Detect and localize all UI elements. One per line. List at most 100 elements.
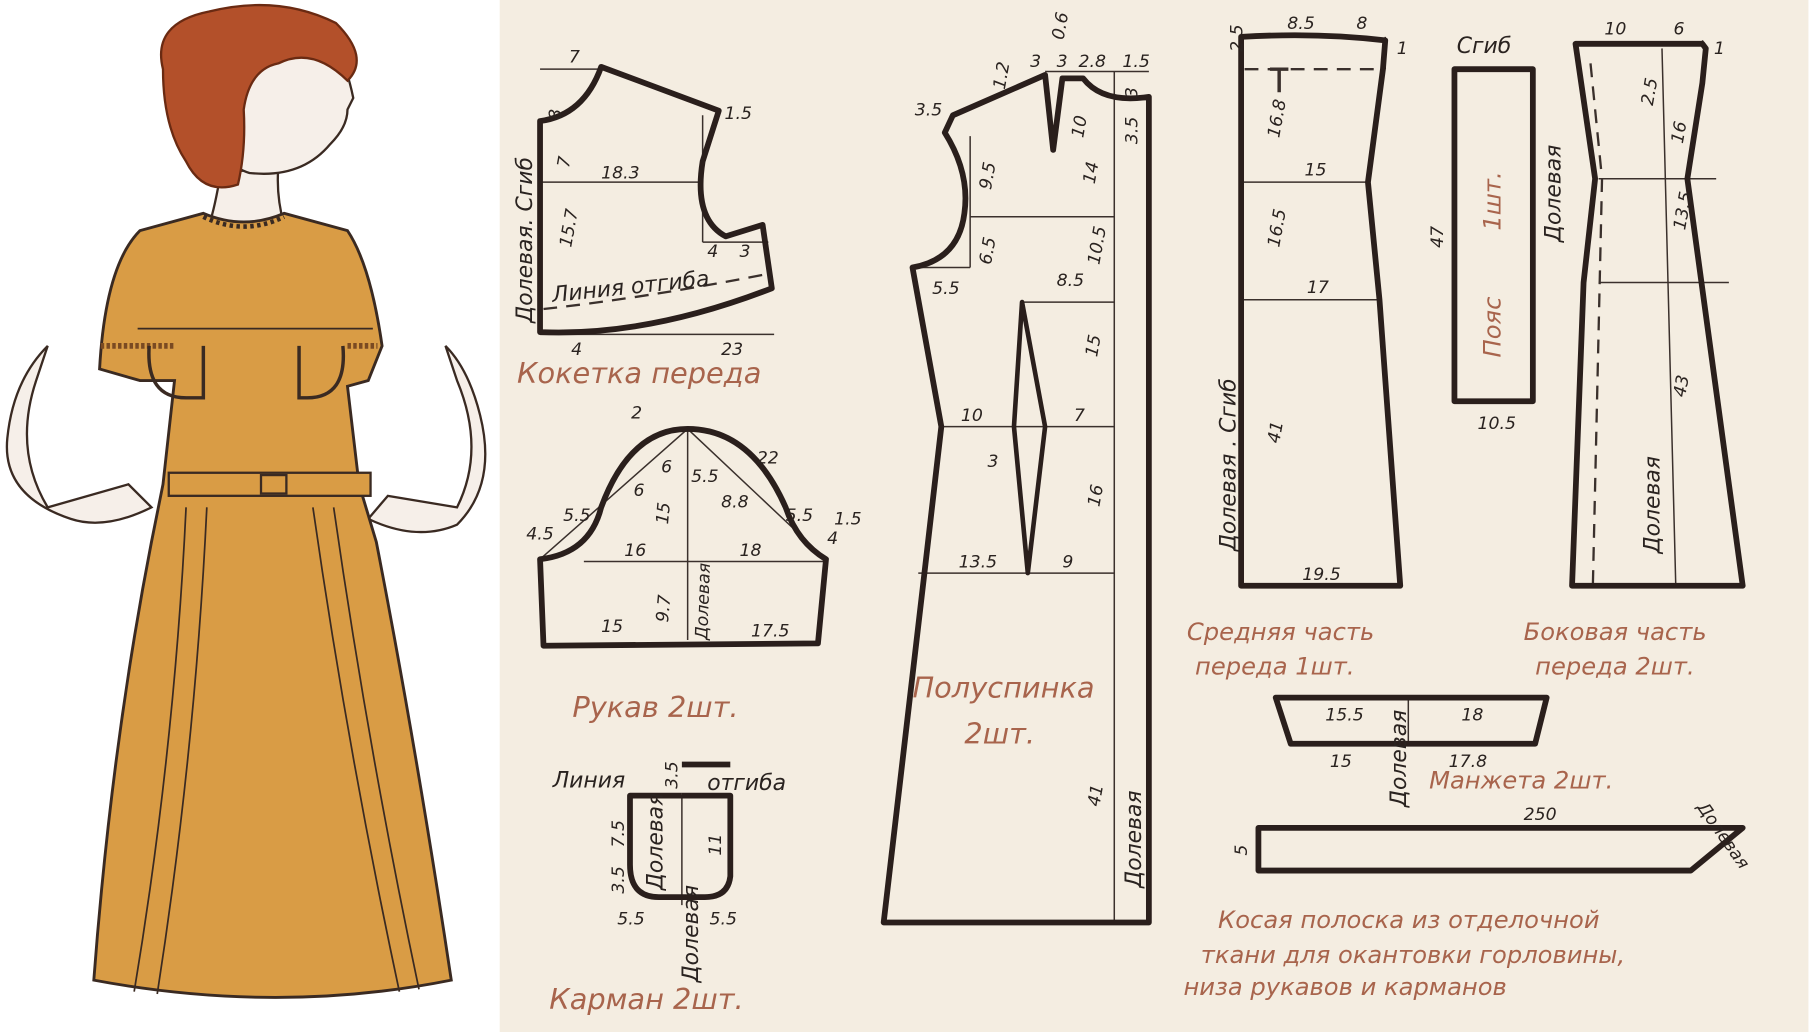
strip-caption-3: низа рукавов и карманов [1183,973,1506,1001]
cuff-grain-label: Долевая [1387,710,1412,808]
back-dim-dart: 3 [987,452,998,472]
back-dim-arm-top: 3.5 [915,100,942,120]
cuff-dim-bottom-right: 17.8 [1449,752,1487,772]
middle-dim-2-5: 2.5 [1227,24,1247,51]
back-dim-9-5: 9.5 [976,161,1000,192]
belt-dim-width: 10.5 [1478,414,1516,434]
sleeve-title: Рукав 2шт. [572,690,738,724]
cuff-dim-top-left: 15.5 [1325,706,1363,726]
back-dim-t2: 3 [1057,52,1068,72]
back-dim-neck: 3 [1122,87,1142,98]
belt-fold-label: Сгиб [1457,34,1512,59]
paper-background [499,0,1809,1032]
middle-title-2: переда 1шт. [1195,653,1355,681]
pocket-dim-h2: 3.5 [609,866,629,893]
cuff-dim-top-right: 18 [1461,706,1483,726]
belt-dim-length: 47 [1428,226,1448,248]
sleeve-dim-c4: 8.8 [721,492,748,512]
middle-grain-label: Долевая . Сгиб [1216,378,1241,552]
back-dim-waist-left: 10 [961,406,983,426]
back-dim-6-5: 6.5 [976,236,1000,267]
belt-label-1: Пояс [1479,297,1507,358]
yoke-dim-upper: 7 [554,155,576,169]
yoke-grain-label: Долевая. Сгиб [513,157,538,324]
middle-title-1: Средняя часть [1187,618,1374,646]
back-dim-3-5: 3.5 [1122,117,1142,144]
back-dim-10: 10 [1068,114,1092,139]
strip-caption-2: ткани для окантовки горловины, [1201,941,1625,969]
pocket-fold-label-b: отгиба [707,771,786,796]
pocket-dim-h1: 7.5 [609,820,629,847]
pocket-grain-label-2: Долевая [679,885,704,983]
pattern-piece-pocket: Линия отгиба 3.5 7.5 3.5 Долевая Долевая… [549,761,786,1016]
middle-dim-1: 1 [1397,39,1408,59]
middle-dim-17: 17 [1307,278,1329,298]
back-dim-waist-right: 7 [1074,406,1085,426]
middle-dim-19-5: 19.5 [1302,565,1340,585]
pattern-piece-sleeve: 2 4.5 5.5 6 6 5.5 8.8 22 5.5 1.5 4 16 15… [526,404,861,725]
back-grain-label: Долевая [1122,790,1147,888]
cuff-title: Манжета 2шт. [1429,767,1613,795]
side-dim-43: 43 [1670,374,1694,399]
pattern-piece-belt: Сгиб 47 Пояс 1шт. Долевая 10.5 [1428,34,1567,434]
sleeve-dim-depth: 9.7 [653,594,675,623]
strip-dim-width: 5 [1232,845,1252,856]
sleeve-dim-h: 15 [653,501,675,525]
back-dim-t1: 3 [1030,52,1041,72]
pocket-dim-top: 3.5 [662,761,682,788]
yoke-dim-arm-b: 3 [740,242,751,262]
sleeve-dim-r1: 5.5 [786,506,813,526]
middle-dim-15: 15 [1305,160,1327,180]
yoke-dim-width: 18.3 [601,164,639,184]
sleeve-dim-r3: 4 [827,529,838,549]
pocket-grain-label-1: Долевая [643,793,668,891]
yoke-title: Кокетка переда [517,356,761,390]
cuff-dim-bottom-left: 15 [1330,752,1352,772]
back-dim-41: 41 [1085,783,1109,808]
middle-dim-8-5: 8.5 [1287,14,1314,34]
sleeve-dim-r2: 1.5 [834,510,861,530]
strip-caption-1: Косая полоска из отделочной [1218,906,1600,934]
back-title-1: Полуспинка [912,671,1094,705]
back-dim-8-5: 8.5 [1057,271,1084,291]
pocket-fold-label-a: Линия [552,769,625,794]
back-dim-hip-left: 13.5 [959,552,997,572]
back-dim-14: 14 [1080,160,1104,185]
side-title-1: Боковая часть [1524,618,1707,646]
side-dim-16: 16 [1668,120,1692,145]
middle-dim-41: 41 [1264,420,1288,445]
back-dim-t3: 2.8 [1079,52,1106,72]
side-grain-label: Долевая [1641,456,1666,554]
sleeve-dim-c2: 6 [661,458,672,478]
yoke-dim-bottom-left: 4 [571,340,582,360]
sleeve-dim-w-right: 18 [740,541,762,561]
back-dim-t4: 1.5 [1122,52,1149,72]
sleeve-dim-c3: 5.5 [691,467,718,487]
back-dim-hip-right: 9 [1062,552,1073,572]
side-title-2: переда 2шт. [1535,653,1695,681]
sleeve-grain-label: Долевая [692,563,715,642]
sleeve-dim-l2: 5.5 [563,506,590,526]
sleeve-dim-w-left: 16 [624,541,646,561]
back-dim-15: 15 [1082,333,1106,358]
side-dim-2-5: 2.5 [1638,76,1662,107]
sleeve-dim-b-left: 15 [601,617,623,637]
pattern-piece-side-front: 10 6 1 2.5 16 13.5 43 Долевая Боковая ча… [1524,20,1746,681]
yoke-dim-top: 7 [569,47,580,67]
yoke-dim-neck: 8 [546,109,566,120]
yoke-dim-arm-a: 4 [707,242,718,262]
back-dim-sh: 1.2 [990,60,1014,91]
side-dim-10: 10 [1604,20,1626,40]
belt-grain-label: Долевая [1542,145,1567,243]
back-dim-16: 16 [1085,483,1109,508]
strip-dim-length: 250 [1524,805,1557,825]
pocket-dim-b2: 5.5 [710,910,737,930]
middle-dim-8: 8 [1356,14,1367,34]
pattern-piece-middle-front: 2.5 8.5 8 1 16.8 15 16.5 17 41 19.5 Доле… [1187,14,1408,681]
sleeve-dim-c1: 6 [633,481,644,501]
sleeve-dim-22: 22 [757,449,779,469]
yoke-dim-shoulder: 1.5 [725,104,752,124]
side-dim-6: 6 [1674,20,1685,40]
